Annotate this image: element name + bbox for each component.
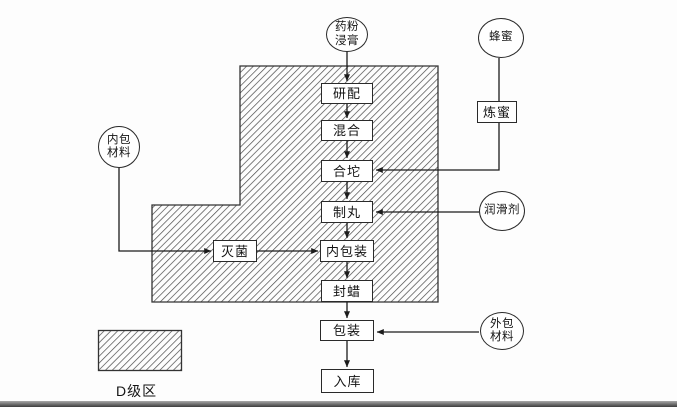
source-powder-extract-label-line1: 药粉 [335, 21, 359, 34]
source-outer-pack-material-label-line1: 外包 [490, 317, 514, 330]
step-sterilize-box: 灭菌 [213, 240, 257, 262]
step-refine-honey-box: 炼蜜 [477, 101, 517, 123]
page-edge-shadow [0, 401, 677, 407]
source-outer-pack-material: 外包 材料 [480, 312, 524, 350]
source-honey-label: 蜂蜜 [489, 31, 513, 44]
source-lubricant: 润滑剂 [479, 191, 525, 231]
arrow-innermaterial-to-sterilize [118, 168, 212, 254]
source-powder-extract-label-line2: 浸膏 [335, 34, 359, 47]
step-packaging-box: 包装 [320, 320, 374, 341]
step-grind-blend-box: 研配 [321, 83, 373, 104]
arrow-refine-to-formmass [375, 123, 500, 173]
step-mix-box: 混合 [321, 120, 373, 141]
step-warehouse-in-box: 入库 [321, 369, 374, 393]
source-honey: 蜂蜜 [478, 18, 524, 58]
legend-label: D级区 [116, 383, 158, 399]
step-form-mass-box: 合坨 [321, 160, 373, 182]
step-wax-sealing-box: 封蜡 [321, 280, 373, 302]
step-make-pills-box: 制丸 [321, 201, 373, 223]
step-inner-packaging-box: 内包装 [320, 240, 374, 262]
source-lubricant-label: 润滑剂 [484, 204, 520, 217]
d-zone-region [151, 65, 439, 303]
source-inner-pack-material-label-line1: 内包 [107, 133, 131, 146]
legend-swatch [97, 329, 183, 372]
source-outer-pack-material-label-line2: 材料 [490, 331, 514, 343]
source-powder-extract: 药粉 浸膏 [326, 17, 368, 52]
source-inner-pack-material: 内包 材料 [98, 126, 140, 168]
source-inner-pack-material-label-line2: 材料 [107, 147, 131, 159]
